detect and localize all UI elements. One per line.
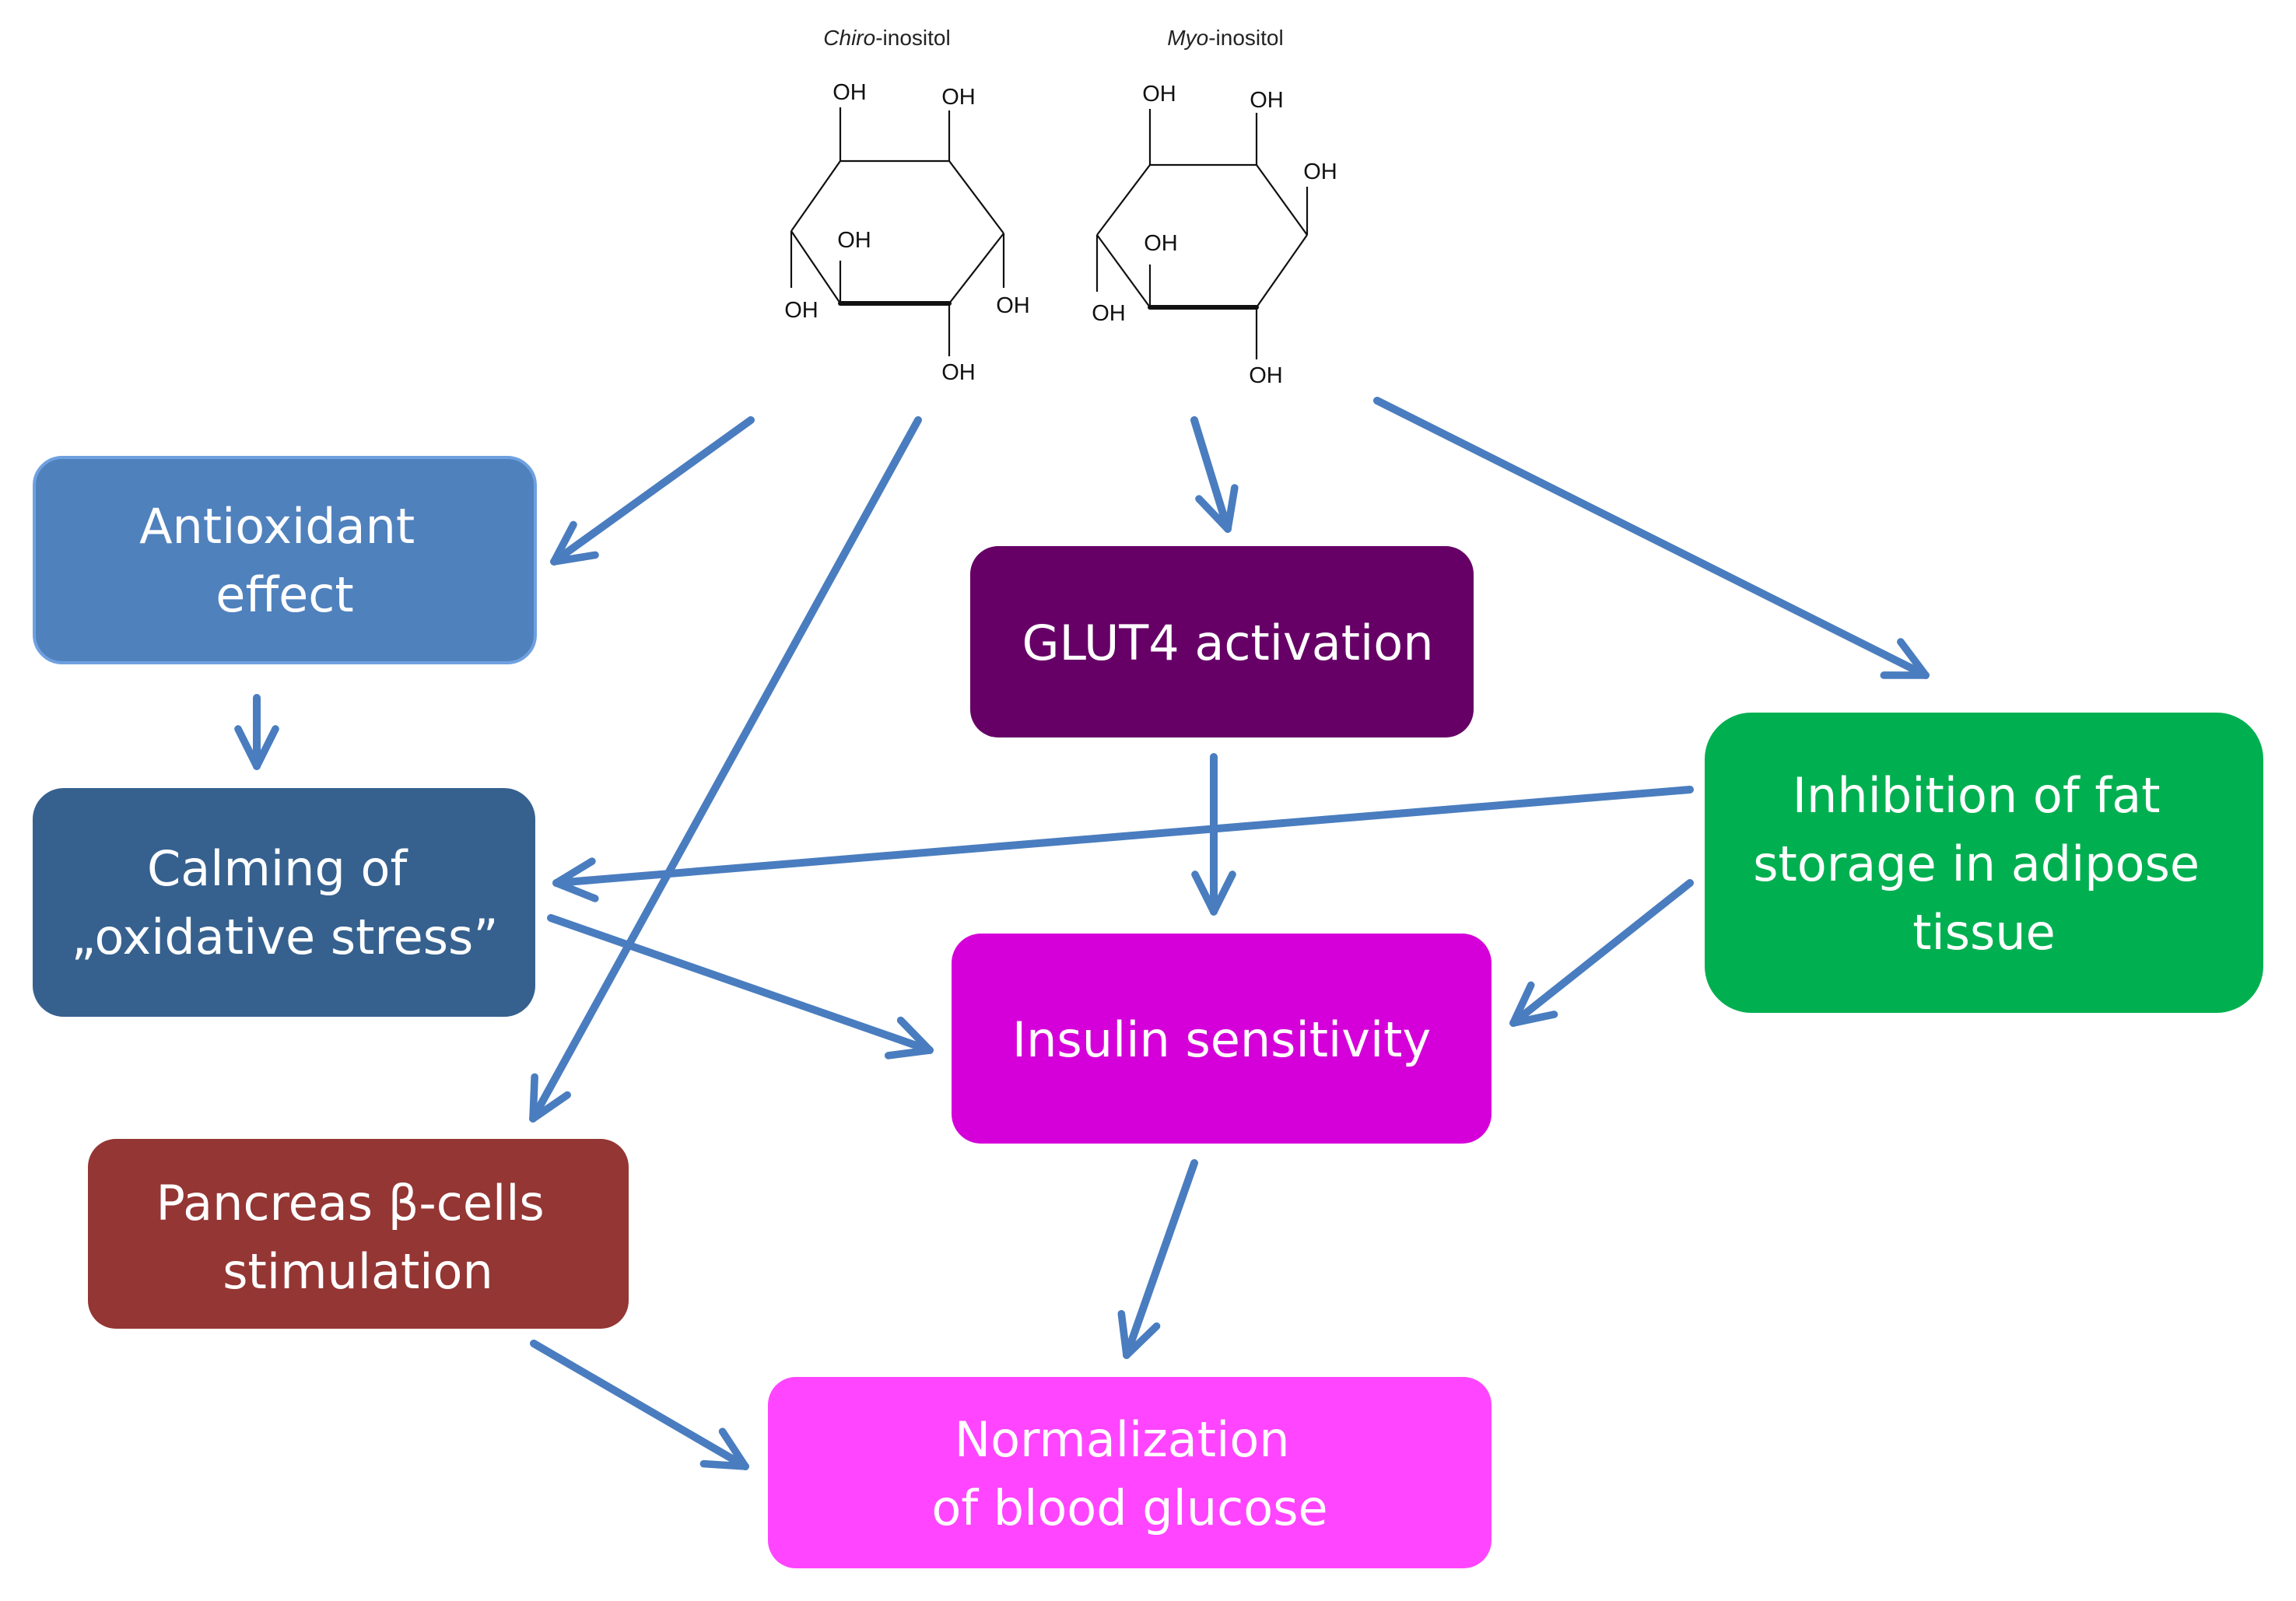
myo-inositol-structure: Myo-inositol OH OH OH OH OH OH <box>1092 26 1337 388</box>
myo-prefix: Myo <box>1167 26 1208 50</box>
box-insulin-line: Insulin sensitivity <box>1012 1011 1431 1068</box>
box-fat-line: storage in adipose <box>1753 836 2200 892</box>
arrows <box>234 397 1930 1470</box>
box-glucose-line: of blood glucose <box>931 1480 1327 1536</box>
chiro-inositol-structure: Chiro-inositol OH OH OH OH OH OH <box>784 26 1030 385</box>
box-antioxidant-effect: Antioxidant effect <box>33 456 537 664</box>
oh-label: OH <box>941 85 976 110</box>
oh-label: OH <box>996 293 1030 318</box>
oh-label: OH <box>1092 301 1126 326</box>
box-calming-line: Calming of <box>147 840 408 897</box>
oh-label: OH <box>1142 82 1176 107</box>
box-glut4-bg <box>970 546 1474 737</box>
arrow-insulin-to-glucose <box>1117 1159 1198 1359</box>
svg-text:Inhibition of fat storag: Inhibition of fat storage in adipose tis… <box>1753 767 2215 961</box>
oh-label: OH <box>1303 159 1337 184</box>
box-calming-oxidative-stress: Calming of „oxidative stress” <box>33 788 535 1017</box>
oh-label: OH <box>837 228 871 253</box>
svg-text:Antioxidant effect: Antioxidant effect <box>139 498 430 623</box>
box-insulin-sensitivity: Insulin sensitivity <box>952 934 1492 1144</box>
chiro-prefix: Chiro <box>823 26 875 50</box>
arrow-calming-to-insulin <box>547 914 934 1060</box>
box-fat-line: Inhibition of fat <box>1793 767 2161 824</box>
oh-label: OH <box>941 360 976 385</box>
box-antioxidant-line: Antioxidant <box>139 498 415 555</box>
chiro-inositol-label: Chiro-inositol <box>823 26 950 50</box>
oh-label: OH <box>784 298 818 323</box>
box-glucose-line: Normalization <box>955 1411 1290 1468</box>
svg-text:Calming of „oxidative st: Calming of „oxidative stress” <box>72 840 499 965</box>
oh-label: OH <box>1249 363 1283 388</box>
box-glut4-line: GLUT4 activation <box>1022 615 1434 671</box>
svg-text:Normalization of blood g: Normalization of blood glucose <box>931 1411 1327 1536</box>
oh-label: OH <box>1144 231 1178 256</box>
chiro-suffix: -inositol <box>875 26 950 50</box>
oh-label: OH <box>833 80 867 105</box>
box-blood-glucose-normalization: Normalization of blood glucose <box>768 1377 1492 1568</box>
box-calming-line: „oxidative stress” <box>72 909 499 965</box>
arrow-myo-to-fat <box>1373 397 1930 679</box>
arrow-chiro-to-antioxidant <box>550 416 755 566</box>
box-calming-bg <box>33 788 535 1017</box>
arrow-fat-to-insulin <box>1509 879 1694 1027</box>
svg-text:GLUT4 activation: GLUT4 activation <box>1022 615 1434 671</box>
box-pancreas-bg <box>88 1139 629 1329</box>
box-glucose-bg <box>768 1377 1492 1568</box>
box-pancreas-beta-cells: Pancreas β-cells stimulation <box>88 1139 629 1329</box>
box-glut4-activation: GLUT4 activation <box>970 546 1474 737</box>
box-fat-bg <box>1705 713 2263 1013</box>
box-fat-line: tissue <box>1912 904 2056 961</box>
oh-label: OH <box>1250 88 1284 113</box>
svg-text:Insulin sensitivity: Insulin sensitivity <box>1012 1011 1431 1068</box>
svg-text:Pancreas β-cells stimula: Pancreas β-cells stimulation <box>156 1175 560 1300</box>
box-antioxidant-line: effect <box>216 566 353 623</box>
arrow-fat-to-calming <box>552 786 1694 902</box>
box-antioxidant-bg <box>33 456 537 664</box>
arrow-myo-to-glut4 <box>1190 416 1239 533</box>
box-pancreas-line: stimulation <box>223 1243 493 1300</box>
box-insulin-bg <box>952 934 1492 1144</box>
myo-suffix: -inositol <box>1208 26 1283 50</box>
arrow-chiro-to-pancreas <box>529 416 922 1123</box>
box-pancreas-line: Pancreas β-cells <box>156 1175 545 1231</box>
box-fat-storage-inhibition: Inhibition of fat storage in adipose tis… <box>1705 713 2263 1013</box>
myo-inositol-label: Myo-inositol <box>1167 26 1283 50</box>
arrow-pancreas-to-glucose <box>530 1340 749 1470</box>
